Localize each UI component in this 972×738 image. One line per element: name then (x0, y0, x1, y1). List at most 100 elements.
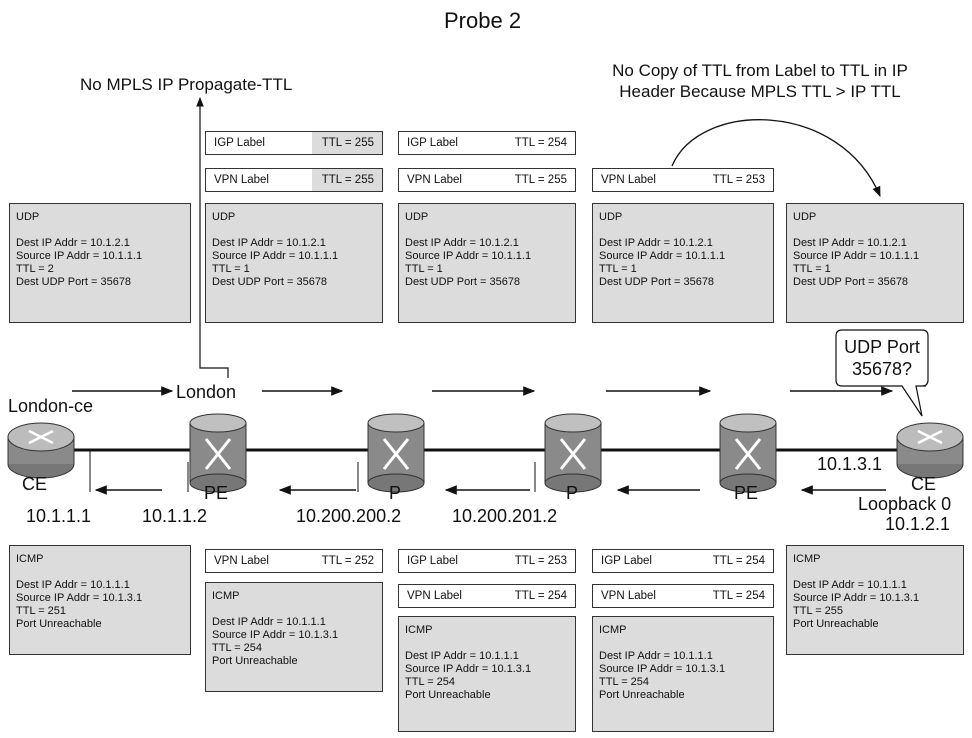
label-name: IGP Label (407, 137, 458, 149)
router-type-p-1: P (389, 483, 402, 503)
packet-dest-port: Dest UDP Port = 35678 (405, 276, 521, 288)
no-copy-ttl-note-line2: Header Because MPLS TTL > IP TTL (619, 82, 901, 101)
packet-ttl: TTL = 251 (16, 605, 67, 617)
udp-packet-1: UDP Dest IP Addr = 10.1.2.1 Source IP Ad… (9, 203, 191, 323)
packet-ttl: TTL = 254 (599, 676, 650, 688)
packet-ttl: TTL = 254 (212, 642, 263, 654)
address-10-1-1-1: 10.1.1.1 (26, 506, 92, 526)
vpn-label-header: VPN Label TTL = 254 (592, 584, 774, 608)
label-ttl: TTL = 254 (514, 590, 567, 602)
packet-source-ip: Source IP Addr = 10.1.1.1 (405, 250, 532, 262)
address-10-1-1-2: 10.1.1.2 (142, 506, 208, 526)
pe-router-2[interactable] (718, 413, 778, 493)
packet-dest-ip: Dest IP Addr = 10.1.1.1 (793, 579, 907, 591)
label-name: VPN Label (214, 555, 269, 567)
icmp-packet-3: ICMP Dest IP Addr = 10.1.1.1 Source IP A… (398, 616, 576, 732)
packet-source-ip: Source IP Addr = 10.1.3.1 (599, 663, 726, 675)
icmp-packet-4: ICMP Dest IP Addr = 10.1.1.1 Source IP A… (592, 616, 774, 732)
ce-router-2[interactable] (895, 420, 965, 480)
label-ttl: TTL = 252 (321, 555, 374, 567)
packet-status: Port Unreachable (405, 689, 491, 701)
packet-dest-ip: Dest IP Addr = 10.1.2.1 (599, 237, 713, 249)
udp-port-callout: UDP Port 35678? (836, 336, 928, 380)
label-name: VPN Label (601, 590, 656, 602)
udp-packet-2: UDP Dest IP Addr = 10.1.2.1 Source IP Ad… (205, 203, 383, 323)
packet-ttl: TTL = 2 (16, 263, 54, 275)
router-type-pe-1: PE (204, 483, 229, 503)
ce-router-london-ce[interactable] (6, 420, 76, 480)
vpn-label-header: VPN Label TTL = 253 (592, 168, 774, 192)
label-ttl: TTL = 254 (514, 137, 567, 149)
packet-protocol: ICMP (793, 553, 821, 565)
packet-source-ip: Source IP Addr = 10.1.3.1 (405, 663, 532, 675)
packet-dest-port: Dest UDP Port = 35678 (212, 276, 328, 288)
vpn-label-header: VPN Label TTL = 255 (205, 168, 383, 192)
router-type-ce-2: CE (911, 474, 937, 494)
udp-packet-3: UDP Dest IP Addr = 10.1.2.1 Source IP Ad… (398, 203, 576, 323)
label-ttl: TTL = 253 (514, 555, 567, 567)
no-copy-ttl-arrow (671, 119, 881, 197)
label-name: VPN Label (601, 174, 656, 186)
label-ttl: TTL = 254 (712, 555, 765, 567)
router-type-pe-2: PE (734, 483, 759, 503)
udp-packet-5: UDP Dest IP Addr = 10.1.2.1 Source IP Ad… (786, 203, 964, 323)
label-ttl: TTL = 254 (712, 590, 765, 602)
udp-port-callout-line1: UDP Port (844, 337, 920, 357)
udp-port-callout-bubble (835, 329, 929, 417)
packet-ttl: TTL = 254 (405, 676, 456, 688)
icmp-packet-5: ICMP Dest IP Addr = 10.1.1.1 Source IP A… (786, 545, 964, 655)
p-router-1[interactable] (366, 413, 426, 493)
packet-source-ip: Source IP Addr = 10.1.1.1 (16, 250, 143, 262)
packet-source-ip: Source IP Addr = 10.1.1.1 (212, 250, 339, 262)
packet-ttl: TTL = 1 (212, 263, 250, 275)
packet-dest-ip: Dest IP Addr = 10.1.1.1 (212, 616, 326, 628)
igp-label-header: IGP Label TTL = 254 (398, 131, 576, 155)
packet-ttl: TTL = 1 (405, 263, 443, 275)
packet-protocol: ICMP (405, 624, 433, 636)
router-type-ce-1: CE (22, 474, 48, 494)
packet-protocol: ICMP (599, 624, 627, 636)
label-name: IGP Label (407, 555, 458, 567)
label-ttl: TTL = 255 (321, 137, 374, 149)
packet-source-ip: Source IP Addr = 10.1.3.1 (212, 629, 339, 641)
packet-protocol: ICMP (16, 553, 44, 565)
diagram-title: Probe 2 (444, 8, 522, 33)
icmp-packet-1: ICMP Dest IP Addr = 10.1.1.1 Source IP A… (9, 545, 191, 655)
packet-source-ip: Source IP Addr = 10.1.3.1 (16, 592, 143, 604)
p-router-2[interactable] (543, 413, 603, 493)
loopback-label: Loopback 0 (858, 494, 952, 514)
packet-protocol: ICMP (212, 590, 240, 602)
packet-dest-ip: Dest IP Addr = 10.1.2.1 (793, 237, 907, 249)
address-10-200-200-2: 10.200.200.2 (296, 506, 402, 526)
packet-protocol: UDP (793, 211, 817, 223)
packet-status: Port Unreachable (16, 618, 102, 630)
packet-protocol: UDP (16, 211, 40, 223)
label-name: VPN Label (407, 174, 462, 186)
label-name: IGP Label (601, 555, 652, 567)
vpn-label-header: VPN Label TTL = 255 (398, 168, 576, 192)
packet-status: Port Unreachable (599, 689, 685, 701)
packet-dest-ip: Dest IP Addr = 10.1.1.1 (599, 650, 713, 662)
label-ttl: TTL = 255 (514, 174, 567, 186)
packet-dest-ip: Dest IP Addr = 10.1.2.1 (212, 237, 326, 249)
propagate-ttl-pointer (196, 97, 229, 378)
packet-protocol: UDP (405, 211, 429, 223)
udp-port-callout-line2: 35678? (851, 359, 913, 379)
packet-ttl: TTL = 1 (599, 263, 637, 275)
packet-dest-port: Dest UDP Port = 35678 (793, 276, 909, 288)
packet-protocol: UDP (212, 211, 236, 223)
packet-ttl: TTL = 1 (793, 263, 831, 275)
propagate-ttl-note: No MPLS IP Propagate-TTL (80, 75, 293, 94)
packet-dest-ip: Dest IP Addr = 10.1.2.1 (405, 237, 519, 249)
packet-source-ip: Source IP Addr = 10.1.1.1 (793, 250, 920, 262)
pe-router-london[interactable] (188, 413, 248, 493)
udp-packet-4: UDP Dest IP Addr = 10.1.2.1 Source IP Ad… (592, 203, 774, 323)
label-name: VPN Label (407, 590, 462, 602)
label-name: IGP Label (214, 137, 265, 149)
label-ttl: TTL = 255 (321, 174, 374, 186)
router-type-p-2: P (566, 483, 579, 503)
no-copy-ttl-note-line1: No Copy of TTL from Label to TTL in IP (612, 61, 908, 80)
igp-label-header: IGP Label TTL = 253 (398, 549, 576, 573)
packet-dest-ip: Dest IP Addr = 10.1.1.1 (405, 650, 519, 662)
